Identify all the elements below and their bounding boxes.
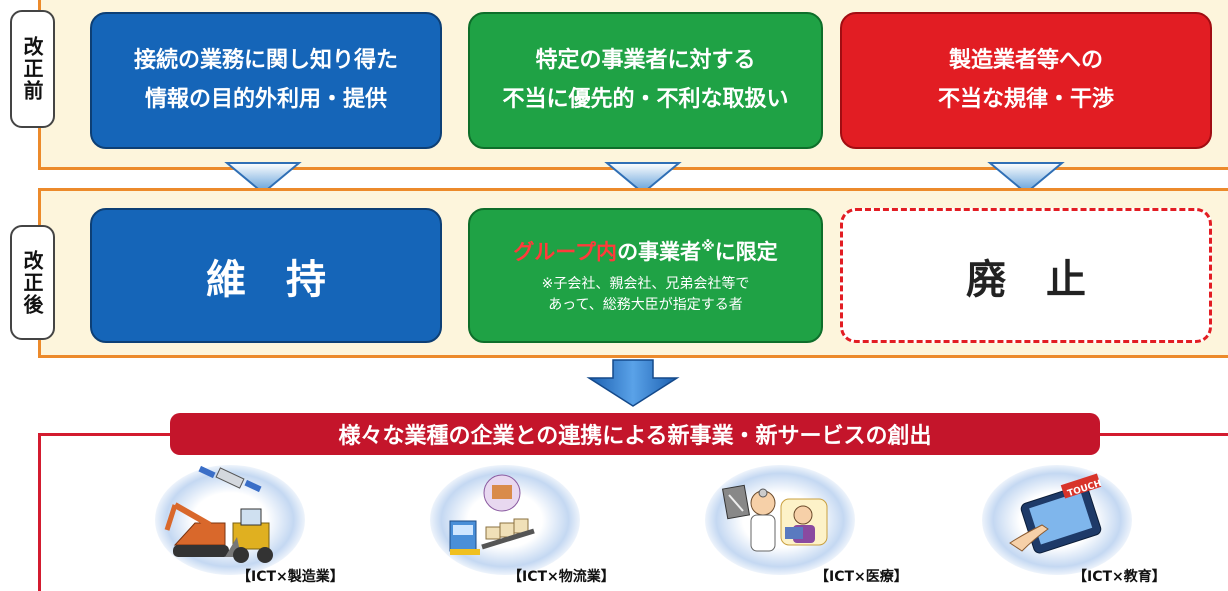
group-limited-tail: に限定 [714, 239, 778, 264]
construction-machinery-icon [164, 465, 273, 563]
after-maintained-text: 維 持 [206, 256, 326, 303]
transition-arrow-2-icon [604, 162, 682, 195]
before-info-misuse-box: 接続の業務に関し知り得た 情報の目的外利用・提供 [90, 12, 442, 149]
down-arrow-icon [586, 359, 680, 407]
before-revision-label: 改正前 [10, 10, 55, 128]
after-group-limited-note: ※子会社、親会社、兄弟会社等で あって、総務大臣が指定する者 [542, 274, 750, 316]
after-abolished-text: 廃 止 [966, 256, 1086, 303]
touch-tablet-icon: TOUCH [1009, 473, 1103, 554]
transition-arrow-3-icon [987, 162, 1065, 195]
note-line-1: ※子会社、親会社、兄弟会社等で [541, 275, 750, 292]
illustration-logistics [430, 465, 580, 575]
after-group-limited-box: グループ内の事業者※に限定 ※子会社、親会社、兄弟会社等で あって、総務大臣が指… [468, 208, 823, 343]
illustration-education: TOUCH [982, 465, 1132, 575]
note-line-2: あって、総務大臣が指定する者 [548, 296, 743, 313]
after-abolished-box: 廃 止 [840, 208, 1212, 343]
before-revision-label-text: 改正前 [20, 36, 44, 102]
frame-top-left-line [38, 433, 178, 436]
group-internal-highlight: グループ内 [513, 239, 618, 264]
transition-arrow-1-icon [224, 162, 302, 195]
new-business-banner: 様々な業種の企業との連携による新事業・新サービスの創出 [170, 413, 1100, 455]
footnote-mark: ※ [701, 238, 715, 255]
before-preferential-treatment-line2: 不当に優先的・不利な取扱い [502, 86, 789, 112]
before-preferential-treatment-line1: 特定の事業者に対する [535, 48, 756, 73]
after-revision-label: 改正後 [10, 225, 55, 340]
illustration-medical [705, 465, 855, 575]
illustration-manufacturing [155, 465, 305, 575]
after-maintained-box: 維 持 [90, 208, 442, 343]
frame-left-line [38, 433, 41, 591]
caption-logistics: 【ICT×物流業】 [508, 569, 615, 585]
logistics-icon [449, 474, 535, 555]
medical-icon [721, 484, 828, 552]
caption-medical: 【ICT×医療】 [815, 569, 908, 585]
before-info-misuse-line1: 接続の業務に関し知り得た [133, 48, 398, 73]
after-group-limited-heading: グループ内の事業者※に限定 [513, 236, 777, 266]
caption-education: 【ICT×教育】 [1073, 569, 1166, 585]
new-business-banner-text: 様々な業種の企業との連携による新事業・新サービスの創出 [338, 424, 932, 449]
before-info-misuse-line2: 情報の目的外利用・提供 [144, 86, 387, 112]
group-limited-main: の事業者 [617, 239, 702, 264]
caption-manufacturing: 【ICT×製造業】 [237, 569, 344, 585]
after-revision-label-text: 改正後 [20, 249, 44, 316]
before-manufacturer-interference-line2: 不当な規律・干渉 [937, 86, 1114, 112]
before-preferential-treatment-box: 特定の事業者に対する 不当に優先的・不利な取扱い [468, 12, 823, 149]
before-manufacturer-interference-box: 製造業者等への 不当な規律・干渉 [840, 12, 1212, 149]
frame-top-right-line [1090, 433, 1228, 436]
before-manufacturer-interference-line1: 製造業者等への [948, 48, 1103, 73]
